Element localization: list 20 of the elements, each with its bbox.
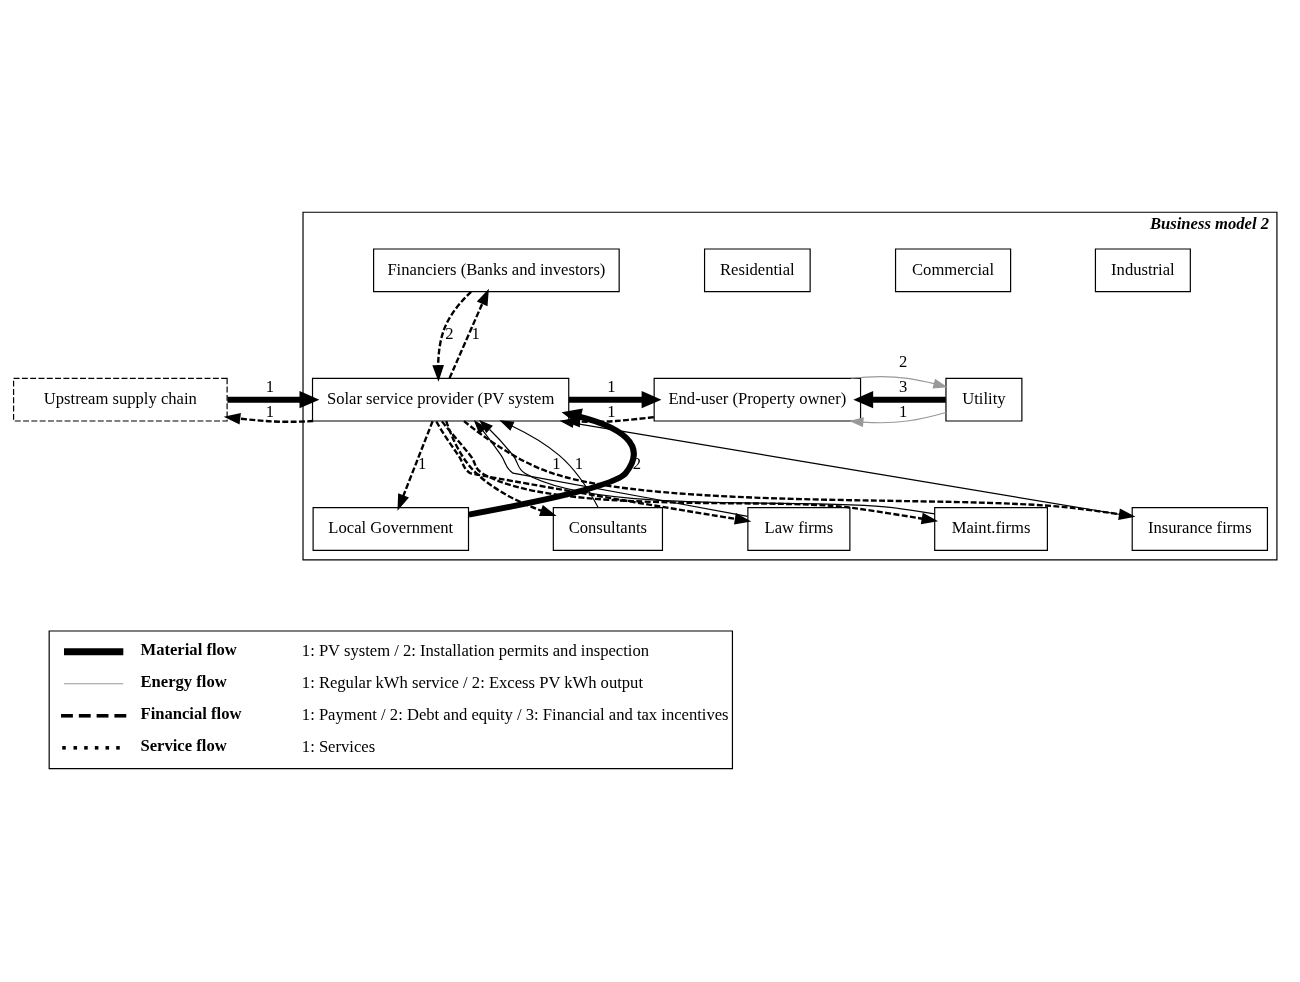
edge-label: 3 [899, 376, 908, 396]
edge-label: 1 [265, 401, 274, 421]
edge-label: 1 [418, 453, 427, 473]
edge-label: 1 [899, 401, 908, 421]
edge-label: 1 [471, 324, 480, 344]
label: 1: Payment / 2: Debt and equity / 3: Financial and tax incentives [301, 705, 729, 725]
edge-label: 1 [607, 401, 616, 421]
legend-label: Energy flow [140, 671, 227, 691]
edge-label: 1 [607, 376, 616, 396]
label: 1: Regular kWh service / 2: Excess PV kWh output [301, 673, 644, 693]
edge-label: 2 [899, 351, 908, 371]
edge-label: 1 [265, 376, 274, 396]
legend-label: Financial flow [140, 703, 242, 723]
label: 1: PV system / 2: Installation permits and inspection [301, 641, 650, 661]
legend-label: Material flow [140, 639, 237, 659]
legend-label: Service flow [140, 736, 227, 756]
label: 1: Services [301, 737, 376, 757]
edge-label: 2 [445, 324, 454, 344]
edge-label: 1 [552, 453, 561, 473]
edge-label: 1 [574, 453, 583, 473]
